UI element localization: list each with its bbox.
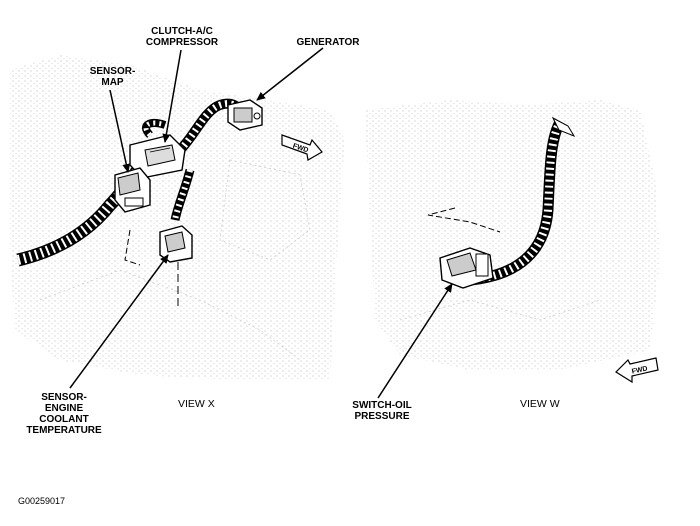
label-oil-pressure-line1: SWITCH-OIL xyxy=(352,400,412,411)
fwd-text-right: FWD xyxy=(631,365,648,375)
label-oil-pressure: SWITCH-OIL PRESSURE xyxy=(342,400,422,422)
mounting-leader-lines-right xyxy=(427,207,501,233)
label-ac-clutch: CLUTCH-A/C COMPRESSOR xyxy=(142,26,222,48)
figure-id: G00259017 xyxy=(18,496,66,506)
mounting-leader-lines-left xyxy=(124,229,179,310)
label-generator-line1: GENERATOR xyxy=(296,37,360,48)
label-coolant-line3: COOLANT xyxy=(39,414,89,425)
wiring-harness-right xyxy=(469,116,576,286)
engine-background-right xyxy=(365,100,660,370)
map-sensor-connector xyxy=(114,167,151,213)
view-x-caption: VIEW X xyxy=(178,398,215,410)
label-map-sensor: SENSOR- MAP xyxy=(85,66,140,88)
label-map-sensor-line1: SENSOR- xyxy=(89,66,136,77)
fwd-arrow-right xyxy=(615,357,659,384)
view-w-caption: VIEW W xyxy=(520,398,560,410)
leader-arrows-left xyxy=(69,47,324,389)
leader-arrows-right xyxy=(377,283,453,399)
label-generator: GENERATOR xyxy=(292,37,364,48)
oil-pressure-connector xyxy=(439,247,494,289)
label-oil-pressure-line2: PRESSURE xyxy=(354,411,410,422)
label-coolant-sensor: SENSOR- ENGINE COOLANT TEMPERATURE xyxy=(18,392,110,436)
fwd-text-left: FWD xyxy=(292,143,309,155)
label-ac-clutch-line2: COMPRESSOR xyxy=(145,37,219,48)
fwd-arrow-left xyxy=(281,134,323,161)
label-map-sensor-line2: MAP xyxy=(101,77,124,88)
label-coolant-line2: ENGINE xyxy=(44,403,84,414)
label-ac-clutch-line1: CLUTCH-A/C xyxy=(151,26,213,37)
label-coolant-line4: TEMPERATURE xyxy=(26,425,102,436)
generator-connector xyxy=(227,99,263,131)
label-coolant-line1: SENSOR- xyxy=(41,392,87,403)
coolant-sensor-connector xyxy=(159,225,193,263)
